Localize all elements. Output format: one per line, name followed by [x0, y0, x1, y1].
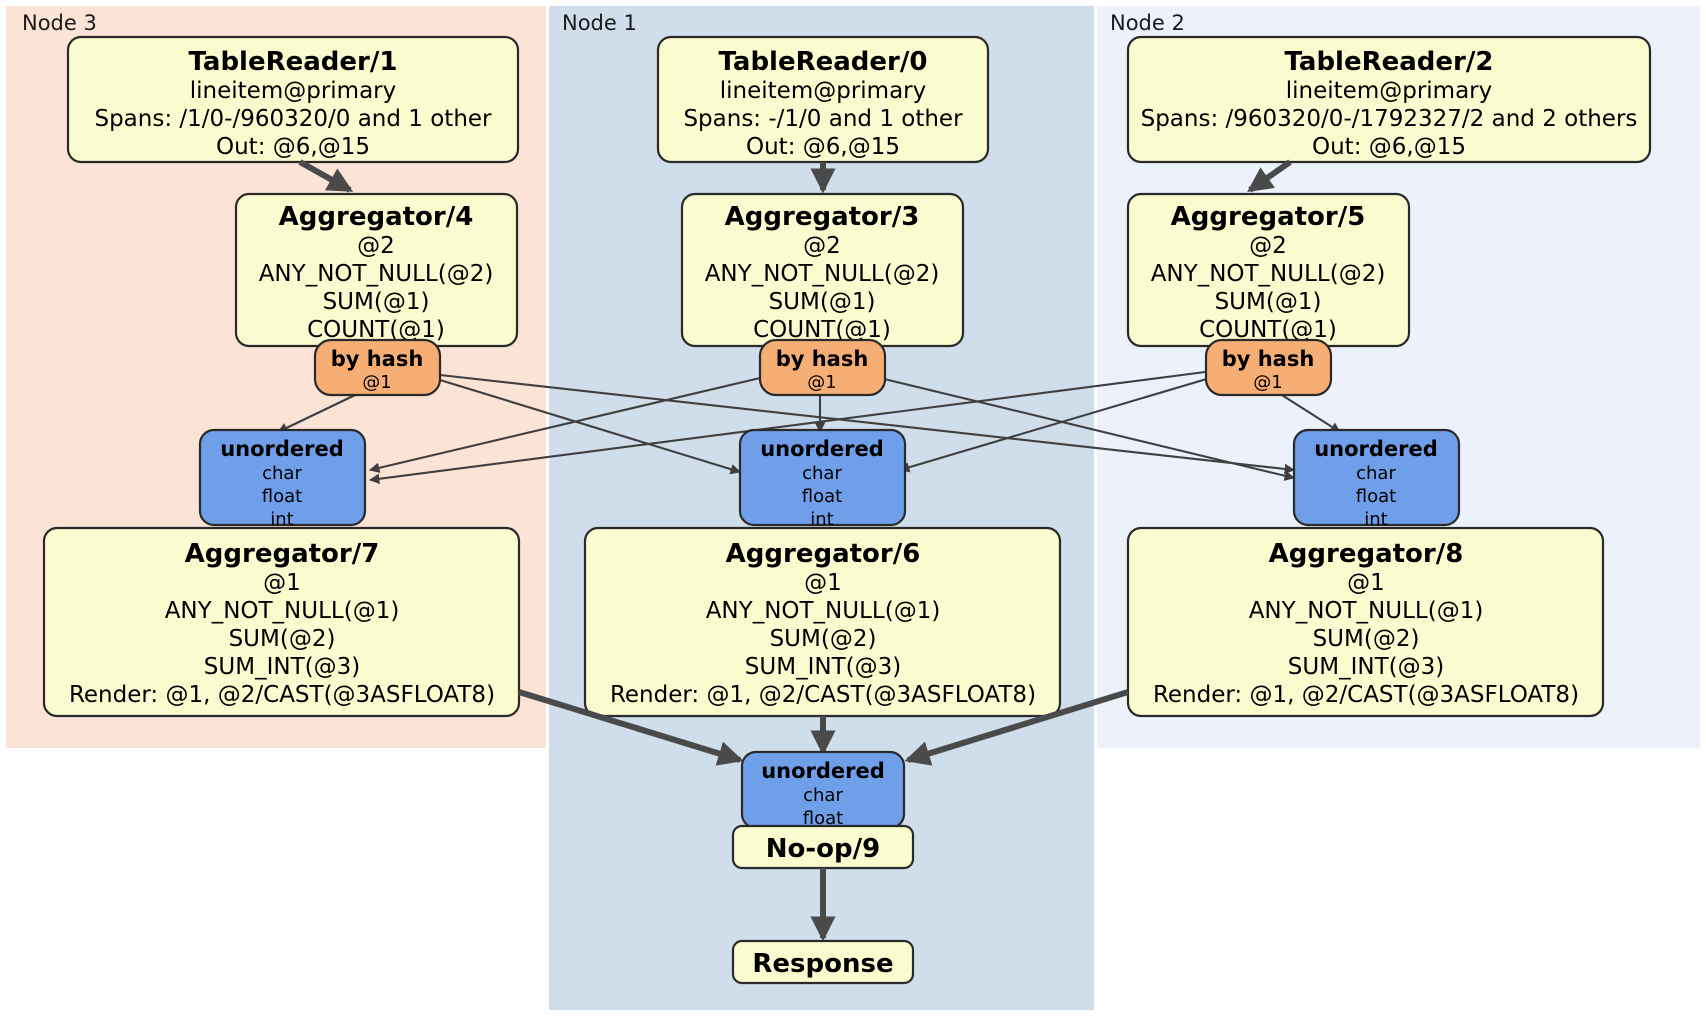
processor-tablereader-0[interactable]: TableReader/0 lineitem@primary Spans: -/… — [656, 35, 990, 164]
panel-node1-label: Node 1 — [562, 11, 637, 35]
processor-aggregator-6[interactable]: Aggregator/6 @1 ANY_NOT_NULL(@1) SUM(@2)… — [583, 526, 1062, 718]
processor-tablereader-2[interactable]: TableReader/2 lineitem@primary Spans: /9… — [1126, 35, 1652, 164]
unordered-left-title: unordered — [220, 437, 344, 461]
aggregator-5-line-0: @2 — [1249, 233, 1287, 259]
unordered-right-line-1: float — [1356, 486, 1396, 507]
aggregator-6-line-2: SUM(@2) — [770, 626, 877, 652]
processor-aggregator-7[interactable]: Aggregator/7 @1 ANY_NOT_NULL(@1) SUM(@2)… — [42, 526, 521, 718]
edge-agg7-final — [518, 689, 744, 766]
processor-no-op-9[interactable]: No-op/9 — [731, 824, 915, 870]
router-unordered-final[interactable]: unordered char float — [740, 750, 906, 830]
processor-aggregator-4[interactable]: Aggregator/4 @2 ANY_NOT_NULL(@2) SUM(@1)… — [234, 192, 519, 348]
aggregator-8-line-4: Render: @1, @2/CAST(@3ASFLOAT8) — [1153, 682, 1579, 708]
tablereader-0-line-2: Out: @6,@15 — [746, 134, 900, 160]
unordered-final-title: unordered — [761, 759, 885, 783]
tablereader-1-title: TableReader/1 — [189, 47, 398, 77]
aggregator-6-title: Aggregator/6 — [726, 539, 921, 569]
aggregator-4-line-1: ANY_NOT_NULL(@2) — [259, 261, 494, 287]
panel-node2-label: Node 2 — [1110, 11, 1185, 35]
by-hash-left-line-0: @1 — [362, 372, 391, 393]
aggregator-4-title: Aggregator/4 — [279, 202, 474, 232]
tablereader-2-line-2: Out: @6,@15 — [1312, 134, 1466, 160]
aggregator-6-line-3: SUM_INT(@3) — [745, 654, 901, 680]
aggregator-3-title: Aggregator/3 — [725, 202, 920, 232]
aggregator-7-title: Aggregator/7 — [185, 539, 380, 569]
unordered-center-line-0: char — [802, 463, 842, 484]
tablereader-2-line-0: lineitem@primary — [1286, 78, 1492, 104]
router-by-hash-left[interactable]: by hash @1 — [313, 338, 442, 397]
processor-aggregator-8[interactable]: Aggregator/8 @1 ANY_NOT_NULL(@1) SUM(@2)… — [1126, 526, 1605, 718]
by-hash-right-title: by hash — [1222, 347, 1315, 371]
no-op-9-title: No-op/9 — [766, 834, 880, 864]
router-by-hash-center[interactable]: by hash @1 — [758, 338, 887, 397]
router-unordered-center[interactable]: unordered char float int — [738, 428, 907, 530]
aggregator-8-line-2: SUM(@2) — [1313, 626, 1420, 652]
aggregator-5-title: Aggregator/5 — [1171, 202, 1366, 232]
router-unordered-right[interactable]: unordered char float int — [1292, 428, 1461, 530]
aggregator-7-line-1: ANY_NOT_NULL(@1) — [165, 598, 400, 624]
aggregator-7-line-2: SUM(@2) — [229, 626, 336, 652]
router-by-hash-right[interactable]: by hash @1 — [1204, 338, 1333, 397]
aggregator-6-line-0: @1 — [804, 570, 842, 596]
unordered-left-line-1: float — [262, 486, 302, 507]
aggregator-7-line-0: @1 — [263, 570, 301, 596]
aggregator-4-line-0: @2 — [357, 233, 395, 259]
aggregator-7-line-3: SUM_INT(@3) — [204, 654, 360, 680]
unordered-left-line-2: int — [270, 509, 293, 530]
edge-reader2-agg5 — [1247, 159, 1292, 193]
tablereader-2-line-1: Spans: /960320/0-/1792327/2 and 2 others — [1141, 106, 1638, 132]
router-unordered-left[interactable]: unordered char float int — [198, 428, 367, 530]
tablereader-0-line-1: Spans: -/1/0 and 1 other — [683, 106, 963, 132]
by-hash-center-title: by hash — [776, 347, 869, 371]
aggregator-3-line-0: @2 — [803, 233, 841, 259]
edge-agg8-final — [904, 689, 1129, 766]
unordered-center-title: unordered — [760, 437, 884, 461]
aggregator-5-line-3: COUNT(@1) — [1199, 317, 1337, 343]
unordered-final-line-1: float — [803, 808, 843, 829]
aggregator-8-line-0: @1 — [1347, 570, 1385, 596]
aggregator-6-line-1: ANY_NOT_NULL(@1) — [706, 598, 941, 624]
processor-aggregator-3[interactable]: Aggregator/3 @2 ANY_NOT_NULL(@2) SUM(@1)… — [680, 192, 965, 348]
aggregator-5-line-2: SUM(@1) — [1215, 289, 1322, 315]
aggregator-3-line-3: COUNT(@1) — [753, 317, 891, 343]
aggregator-6-line-4: Render: @1, @2/CAST(@3ASFLOAT8) — [610, 682, 1036, 708]
aggregator-8-line-1: ANY_NOT_NULL(@1) — [1249, 598, 1484, 624]
processor-tablereader-1[interactable]: TableReader/1 lineitem@primary Spans: /1… — [66, 35, 520, 164]
unordered-center-line-1: float — [802, 486, 842, 507]
unordered-center-line-2: int — [810, 509, 833, 530]
unordered-left-line-0: char — [262, 463, 302, 484]
unordered-right-title: unordered — [1314, 437, 1438, 461]
by-hash-center-line-0: @1 — [807, 372, 836, 393]
processor-response[interactable]: Response — [731, 939, 915, 985]
unordered-right-line-2: int — [1364, 509, 1387, 530]
unordered-final-line-0: char — [803, 785, 843, 806]
aggregator-4-line-3: COUNT(@1) — [307, 317, 445, 343]
tablereader-1-line-0: lineitem@primary — [190, 78, 396, 104]
by-hash-right-line-0: @1 — [1253, 372, 1282, 393]
panel-node3-label: Node 3 — [22, 11, 97, 35]
response-title: Response — [752, 949, 893, 979]
processor-aggregator-5[interactable]: Aggregator/5 @2 ANY_NOT_NULL(@2) SUM(@1)… — [1126, 192, 1411, 348]
tablereader-0-line-0: lineitem@primary — [720, 78, 926, 104]
aggregator-4-line-2: SUM(@1) — [323, 289, 430, 315]
aggregator-3-line-2: SUM(@1) — [769, 289, 876, 315]
aggregator-8-title: Aggregator/8 — [1269, 539, 1464, 569]
tablereader-1-line-2: Out: @6,@15 — [216, 134, 370, 160]
aggregator-3-line-1: ANY_NOT_NULL(@2) — [705, 261, 940, 287]
aggregator-5-line-1: ANY_NOT_NULL(@2) — [1151, 261, 1386, 287]
edge-reader1-agg4 — [298, 159, 354, 193]
tablereader-0-title: TableReader/0 — [719, 47, 928, 77]
aggregator-7-line-4: Render: @1, @2/CAST(@3ASFLOAT8) — [69, 682, 495, 708]
by-hash-left-title: by hash — [331, 347, 424, 371]
unordered-right-line-0: char — [1356, 463, 1396, 484]
tablereader-1-line-1: Spans: /1/0-/960320/0 and 1 other — [94, 106, 492, 132]
aggregator-8-line-3: SUM_INT(@3) — [1288, 654, 1444, 680]
tablereader-2-title: TableReader/2 — [1285, 47, 1494, 77]
